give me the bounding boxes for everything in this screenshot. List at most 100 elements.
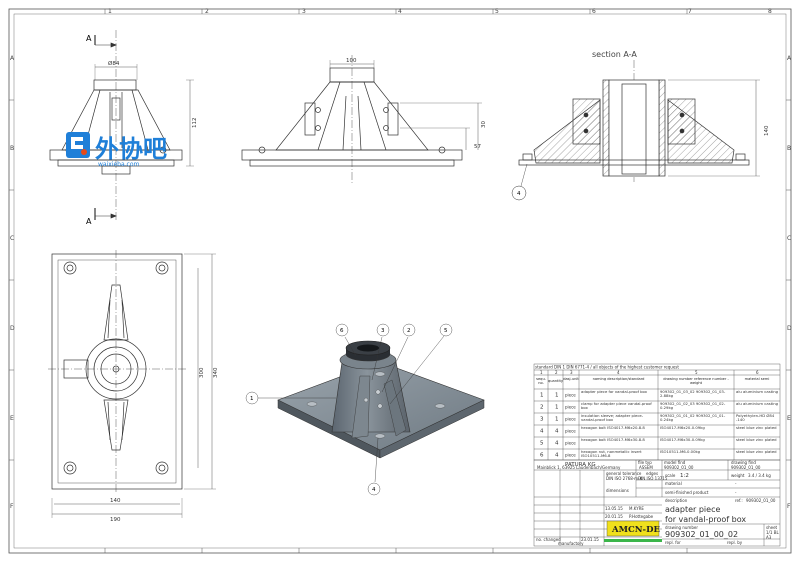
drawing-number: 909302_01_00_02 xyxy=(665,530,738,539)
bom-col-number: 4 xyxy=(617,370,620,375)
dims-label: dimensions xyxy=(606,488,629,493)
iso-balloon: 3 xyxy=(381,328,385,334)
bom-unit: piece xyxy=(565,453,576,458)
checked-date: 20.01.15 xyxy=(605,514,623,519)
column-label: 1 xyxy=(108,8,112,15)
row-label: D xyxy=(10,325,15,332)
semi-label: semi-finished product xyxy=(665,490,709,495)
edges-std: DIN ISO 13715 xyxy=(638,476,668,481)
bom-col-numbers: 1 2 3 4 5 6 xyxy=(540,370,759,375)
frame-ticks xyxy=(9,9,791,553)
repl-label: repl. for xyxy=(665,540,681,545)
cut-letter: A xyxy=(86,34,92,43)
creator: M.KYRE xyxy=(629,506,644,511)
iso-balloon: 6 xyxy=(340,328,344,334)
iso-balloon: 1 xyxy=(250,396,254,402)
bom-col-number: 2 xyxy=(555,370,558,375)
column-label: 6 xyxy=(592,8,596,15)
watermark-brand: 外协吧 xyxy=(95,135,167,163)
side-view xyxy=(241,55,482,185)
bom-col-number: 3 xyxy=(570,370,573,375)
column-label: 4 xyxy=(398,8,402,15)
row-label: E xyxy=(10,415,14,422)
frame-row-labels: A B C D E F A B C D E F xyxy=(10,55,792,510)
plan-dim-bolt-spacing: 140 xyxy=(110,498,121,504)
bom-col-header: naming description/standard xyxy=(592,377,645,381)
weight-label: weight xyxy=(731,473,745,478)
drawing-title-line1: adapter piece xyxy=(665,505,720,514)
drawing-number-label: drawing number xyxy=(665,525,698,530)
row-label: F xyxy=(787,503,791,510)
general-tol-label: general tolerance xyxy=(606,471,642,476)
bom-col-number: 1 xyxy=(540,370,543,375)
bom-qty: 4 xyxy=(555,441,559,447)
row-label: B xyxy=(10,145,14,152)
bom-name: insulation sleeve; adapter piece-vandal-… xyxy=(581,413,644,423)
green-strip xyxy=(604,539,662,542)
side-dim-height: 57 xyxy=(474,144,481,150)
bom-qty: 1 xyxy=(555,417,559,423)
bom-unit: piece xyxy=(565,405,576,410)
bom-col-header: material semi xyxy=(744,377,770,381)
iso-balloon: 2 xyxy=(407,328,411,334)
bom-ref: ISO4017-M6x20-0.09kg xyxy=(660,425,705,430)
sheet-size: A3 xyxy=(766,535,772,540)
bom-col-number: 5 xyxy=(695,370,698,375)
bom-pos: 6 xyxy=(540,453,544,459)
plan-dim-width: 190 xyxy=(110,517,121,523)
bom-ref: ISO10511-M6-0.00kg xyxy=(660,449,701,454)
scale-value: 1:2 xyxy=(680,473,689,479)
bom-ref: 909302_01_02_03 909302_01_02-0.29kg xyxy=(660,401,726,411)
drawing-find-value: 909302_01_00 xyxy=(731,465,761,470)
column-label: 7 xyxy=(688,8,692,15)
bom-qty: 4 xyxy=(555,429,559,435)
bom-material: Polyethylen-HD Ø84 -140 xyxy=(736,413,775,423)
bom-col-header: quantity xyxy=(548,379,563,383)
bom-col-header: drawing number reference number - weight xyxy=(663,377,729,385)
sheet-label: sheet xyxy=(766,525,778,530)
revision-date: 23.01.15 xyxy=(581,537,599,542)
bom-col-number: 6 xyxy=(756,370,759,375)
side-dim-offset: 30 xyxy=(481,121,487,128)
row-label: A xyxy=(10,55,15,62)
bom-qty: 1 xyxy=(555,405,559,411)
bom-material: steel blue zinc plated xyxy=(736,449,777,454)
column-label: 2 xyxy=(205,8,209,15)
checker: P.Hottegabe xyxy=(629,514,654,519)
section-view xyxy=(511,60,760,201)
bom-ref: ISO4017-M6x30-0.09kg xyxy=(660,437,705,442)
row-label: D xyxy=(787,325,792,332)
material-label: material xyxy=(665,481,682,486)
bom-pos: 4 xyxy=(540,429,544,435)
bom-col-header: dasj-unit xyxy=(563,377,579,381)
bom-qty: 4 xyxy=(555,453,559,459)
section-balloon: 4 xyxy=(517,191,521,197)
row-label: E xyxy=(787,415,791,422)
repl-by-label: repl. by xyxy=(727,540,743,545)
general-tol-std: DIN ISO 2768-m-K xyxy=(606,476,643,481)
logo-box xyxy=(606,520,660,537)
bom-col-header: sequ. no. xyxy=(536,377,546,385)
watermark-url: waixieba.com xyxy=(98,161,140,168)
created-date: 13.05.15 xyxy=(605,506,623,511)
column-label: 5 xyxy=(495,8,499,15)
edges-label: edges xyxy=(646,471,658,476)
company-address: Mainblick 1, 63925 Laudenbach/Germany xyxy=(537,465,621,470)
plan-dim-bolt-length: 300 xyxy=(199,367,205,378)
column-label: 8 xyxy=(768,8,772,15)
bom-pos: 3 xyxy=(540,417,544,423)
bom-material: steel blue zinc plated xyxy=(736,437,777,442)
front-dim-diameter: Ø84 xyxy=(108,60,120,67)
bom-name: hexagon nut, nonmetallic insert ISO10511… xyxy=(581,449,642,459)
logo: AMCN-DE xyxy=(611,525,660,535)
bom-header-note: standard DIN 1 DIN 6771-4 / all objects … xyxy=(535,365,679,370)
plan-view xyxy=(48,250,216,518)
model-value: 909302_01_00 xyxy=(664,465,694,470)
weight-value: 3.4 / 3.4 kg xyxy=(748,473,771,478)
bom-unit: piece xyxy=(565,393,576,398)
front-dim-height: 112 xyxy=(192,118,198,129)
front-view xyxy=(49,30,194,222)
bom-unit: piece xyxy=(565,429,576,434)
